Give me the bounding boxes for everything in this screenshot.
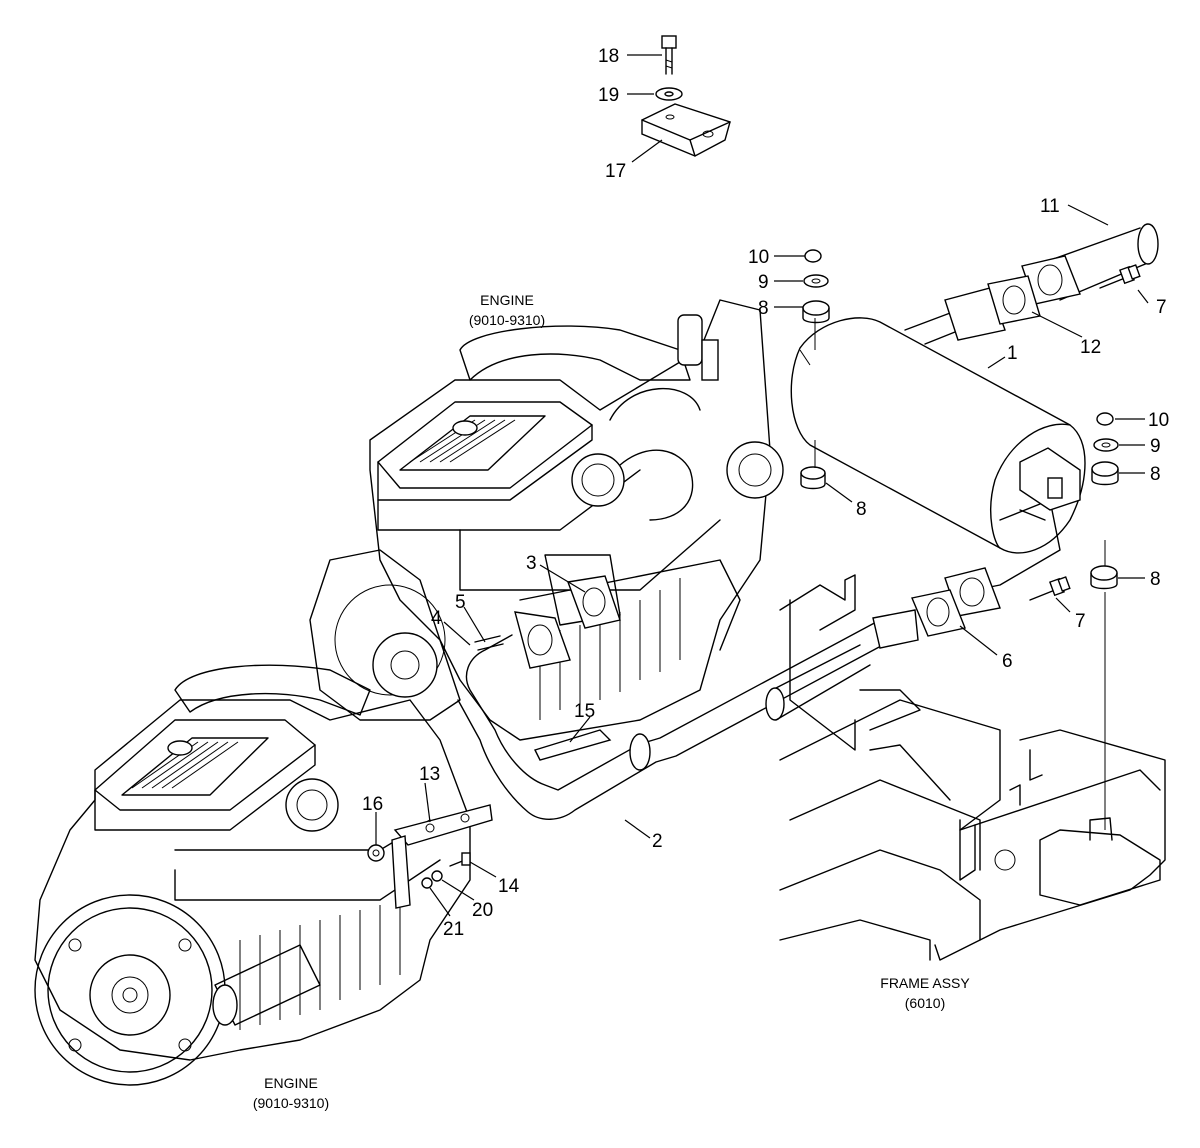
frame-assy bbox=[779, 574, 1166, 961]
callout-15: 15 bbox=[574, 701, 595, 722]
exhaust-pipe-2 bbox=[457, 609, 919, 820]
engine-upper-code: (9010-9310) bbox=[469, 312, 545, 328]
callout-18: 18 bbox=[598, 46, 619, 67]
callout-8-lower-right: 8 bbox=[1150, 569, 1161, 590]
engine-upper bbox=[309, 299, 784, 741]
manifold-elbow bbox=[474, 611, 571, 669]
bolt-14 bbox=[449, 852, 471, 867]
callout-2: 2 bbox=[652, 831, 663, 852]
frame-assy-label: FRAME ASSY bbox=[880, 975, 970, 991]
callout-12: 12 bbox=[1080, 337, 1101, 358]
nut-10-left bbox=[804, 249, 822, 263]
callout-11: 11 bbox=[1040, 196, 1060, 217]
callout-20: 20 bbox=[472, 900, 493, 921]
frame-assy-code: (6010) bbox=[905, 995, 945, 1011]
gasket-6 bbox=[911, 589, 966, 637]
nut-21 bbox=[421, 877, 433, 889]
callout-numbers: 18 19 17 11 7 12 1 10 9 8 8 10 9 8 8 7 6… bbox=[362, 46, 1169, 940]
rubber-mount-8-lower-left bbox=[800, 466, 826, 490]
bracket-13 bbox=[391, 804, 493, 909]
nut-10-right bbox=[1096, 412, 1114, 426]
gasket-3 bbox=[567, 575, 621, 629]
callout-10-left: 10 bbox=[748, 247, 769, 268]
callout-17: 17 bbox=[605, 161, 626, 182]
callout-14: 14 bbox=[498, 876, 520, 897]
callout-5: 5 bbox=[455, 592, 466, 613]
bolt-18 bbox=[661, 35, 677, 75]
callout-7-upper: 7 bbox=[1156, 297, 1167, 318]
callout-4: 4 bbox=[431, 608, 442, 629]
bolt-7-upper bbox=[1099, 264, 1141, 289]
callout-16: 16 bbox=[362, 794, 383, 815]
callout-8-lower-left: 8 bbox=[856, 499, 867, 520]
bolt-7-lower bbox=[1029, 576, 1071, 601]
bolt-16 bbox=[367, 844, 385, 862]
callout-9-left: 9 bbox=[758, 272, 769, 293]
clip-15 bbox=[534, 729, 612, 761]
callout-1: 1 bbox=[1007, 343, 1018, 364]
callout-8-upper-right: 8 bbox=[1150, 464, 1161, 485]
washer-20 bbox=[431, 870, 443, 882]
rubber-mount-8-lower-right bbox=[1090, 565, 1118, 590]
leader-lines bbox=[375, 54, 1149, 917]
callout-3: 3 bbox=[526, 553, 537, 574]
engine-upper-label: ENGINE bbox=[480, 292, 534, 308]
rubber-mount-8-upper-right bbox=[1091, 461, 1119, 486]
callout-13: 13 bbox=[419, 764, 440, 785]
engine-lower bbox=[34, 664, 471, 1086]
callout-10-right: 10 bbox=[1148, 410, 1169, 431]
callout-9-right: 9 bbox=[1150, 436, 1161, 457]
washer-19 bbox=[655, 87, 683, 101]
callout-8-upper-left: 8 bbox=[758, 298, 769, 319]
callout-7-lower: 7 bbox=[1075, 611, 1086, 632]
tail-pipe-11 bbox=[1021, 223, 1159, 305]
muffler-1 bbox=[790, 287, 1086, 617]
engine-lower-code: (9010-9310) bbox=[253, 1095, 329, 1111]
callout-6: 6 bbox=[1002, 651, 1013, 672]
washer-9-right bbox=[1093, 438, 1119, 452]
callout-19: 19 bbox=[598, 85, 619, 106]
plate-17 bbox=[641, 103, 731, 157]
washer-9-left bbox=[803, 274, 829, 288]
engine-lower-label: ENGINE bbox=[264, 1075, 318, 1091]
assembly-labels: ENGINE (9010-9310) ENGINE (9010-9310) FR… bbox=[253, 292, 971, 1111]
callout-21: 21 bbox=[443, 919, 464, 940]
rubber-mount-8-upper-left bbox=[802, 300, 830, 324]
